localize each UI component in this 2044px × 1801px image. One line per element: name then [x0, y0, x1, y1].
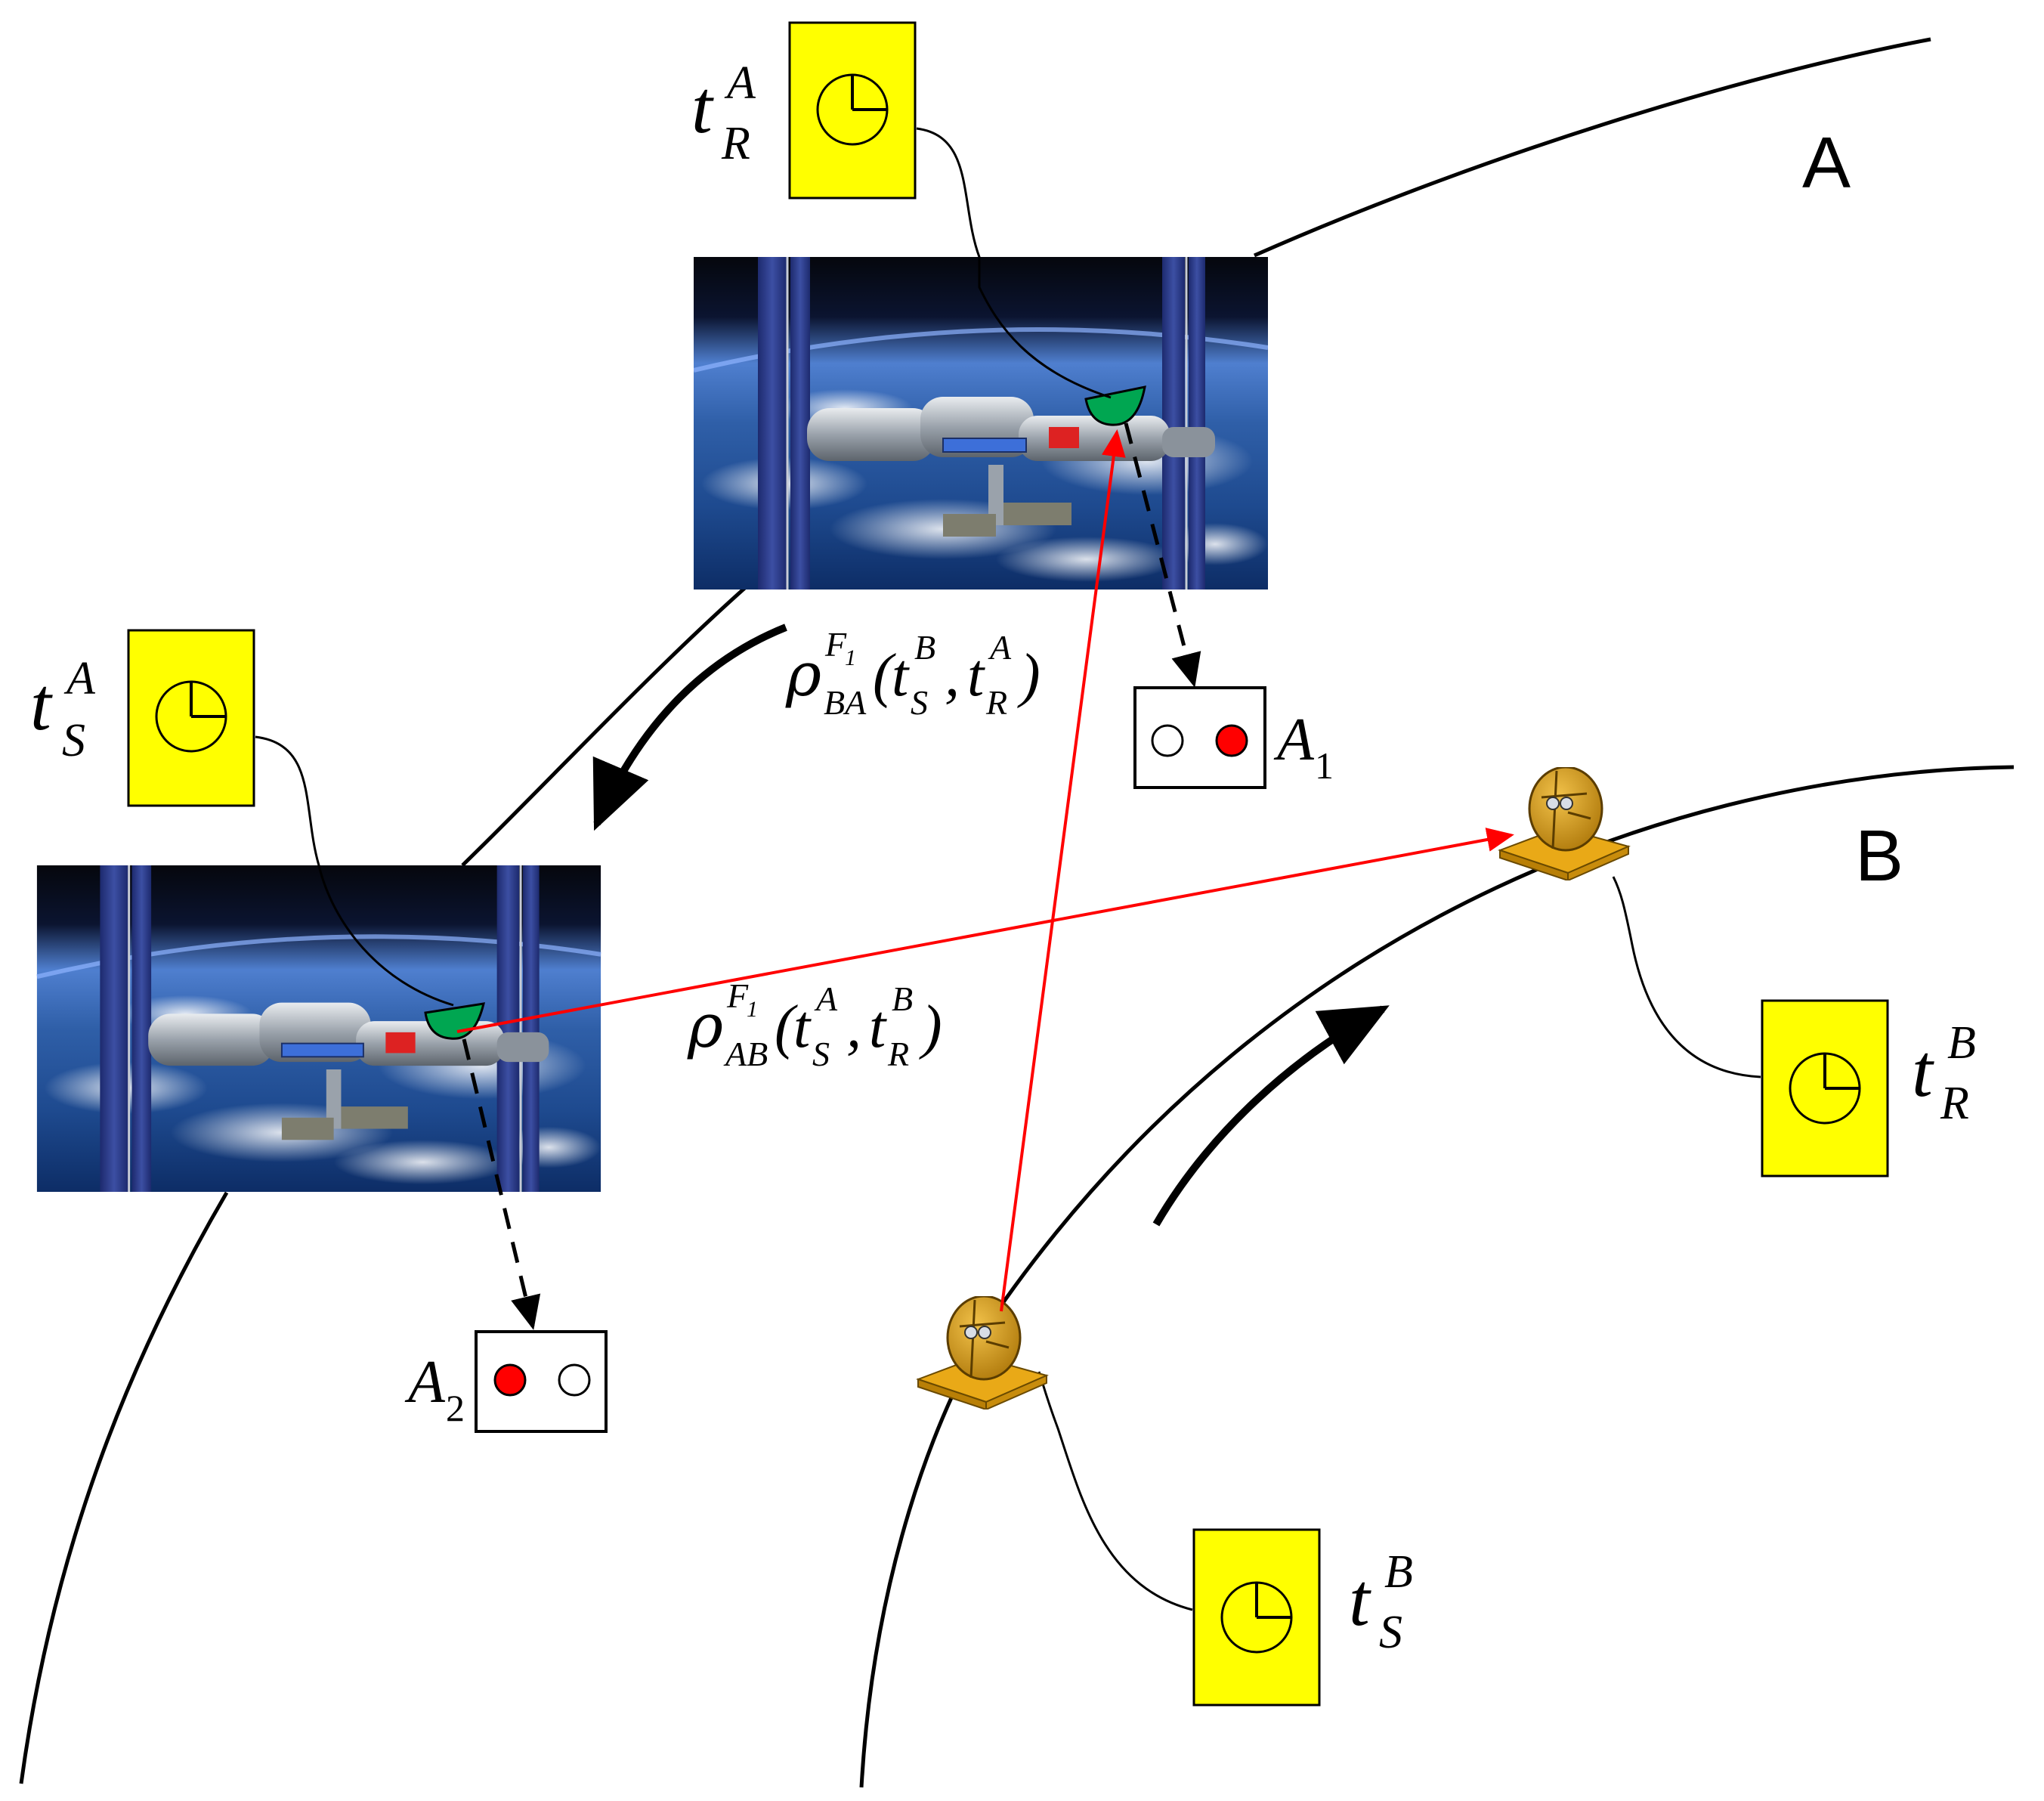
- indicator-light-off: [558, 1363, 591, 1397]
- dashed-link-a1: [1124, 422, 1201, 688]
- dashed-link-a2: [462, 1038, 541, 1330]
- clock-label-t-r-b: t B R: [1912, 991, 1995, 1129]
- indicator-light-on: [493, 1363, 527, 1397]
- orbit-a-curve: [1253, 37, 1931, 258]
- indicator-light-off: [1151, 724, 1184, 757]
- clock-card-t-s-b: [1192, 1528, 1321, 1707]
- device-a2-label: A 2: [404, 1349, 465, 1429]
- clock-label-t-r-a: t A R: [691, 31, 775, 169]
- signal-a-to-b: [456, 828, 1514, 1033]
- clock-icon: [1220, 1581, 1293, 1654]
- clock-label-t-s-a: t A S: [30, 627, 114, 766]
- orbit-a-curve-mid: [461, 585, 748, 867]
- device-a2: [475, 1330, 608, 1433]
- motion-arrow-a: [592, 624, 787, 831]
- clock-icon: [155, 680, 227, 753]
- space-station-a-left: [37, 865, 601, 1192]
- clock-cable: [1612, 876, 1761, 1078]
- indicator-light-on: [1215, 724, 1248, 757]
- clock-card-t-r-b: [1761, 999, 1889, 1177]
- clock-cable: [1037, 1371, 1193, 1611]
- ground-antenna-icon: [917, 1296, 1048, 1410]
- ranging-label-ba: ρ F 1 BA ( t B S , t A R ): [785, 603, 1041, 728]
- clock-icon: [1789, 1052, 1861, 1125]
- ground-antenna-icon: [1498, 767, 1630, 880]
- space-station-a-top: [694, 257, 1268, 590]
- signal-b-to-a: [1000, 429, 1126, 1312]
- space-station-icon: [694, 257, 1268, 590]
- device-a1-label: A 1: [1273, 707, 1334, 787]
- dish-antenna-icon: [1084, 385, 1146, 426]
- clock-icon: [816, 73, 889, 146]
- orbit-b-curve: [859, 765, 2015, 1788]
- clock-card-t-r-a: [788, 21, 917, 200]
- ranging-label-ab: ρ F 1 AB ( t A S , t B R ): [687, 955, 942, 1079]
- clock-label-t-s-b: t B S: [1349, 1520, 1432, 1658]
- clock-card-t-s-a: [127, 629, 255, 807]
- clock-cable: [916, 127, 1112, 399]
- motion-arrow-b: [1152, 1005, 1390, 1227]
- device-a1: [1133, 686, 1266, 789]
- orbit-a-label: A: [1802, 122, 1851, 203]
- space-station-icon: [37, 865, 601, 1192]
- orbit-b-label: B: [1855, 815, 1903, 896]
- orbit-a-curve-lower: [19, 1191, 229, 1784]
- clock-cable: [255, 735, 454, 1007]
